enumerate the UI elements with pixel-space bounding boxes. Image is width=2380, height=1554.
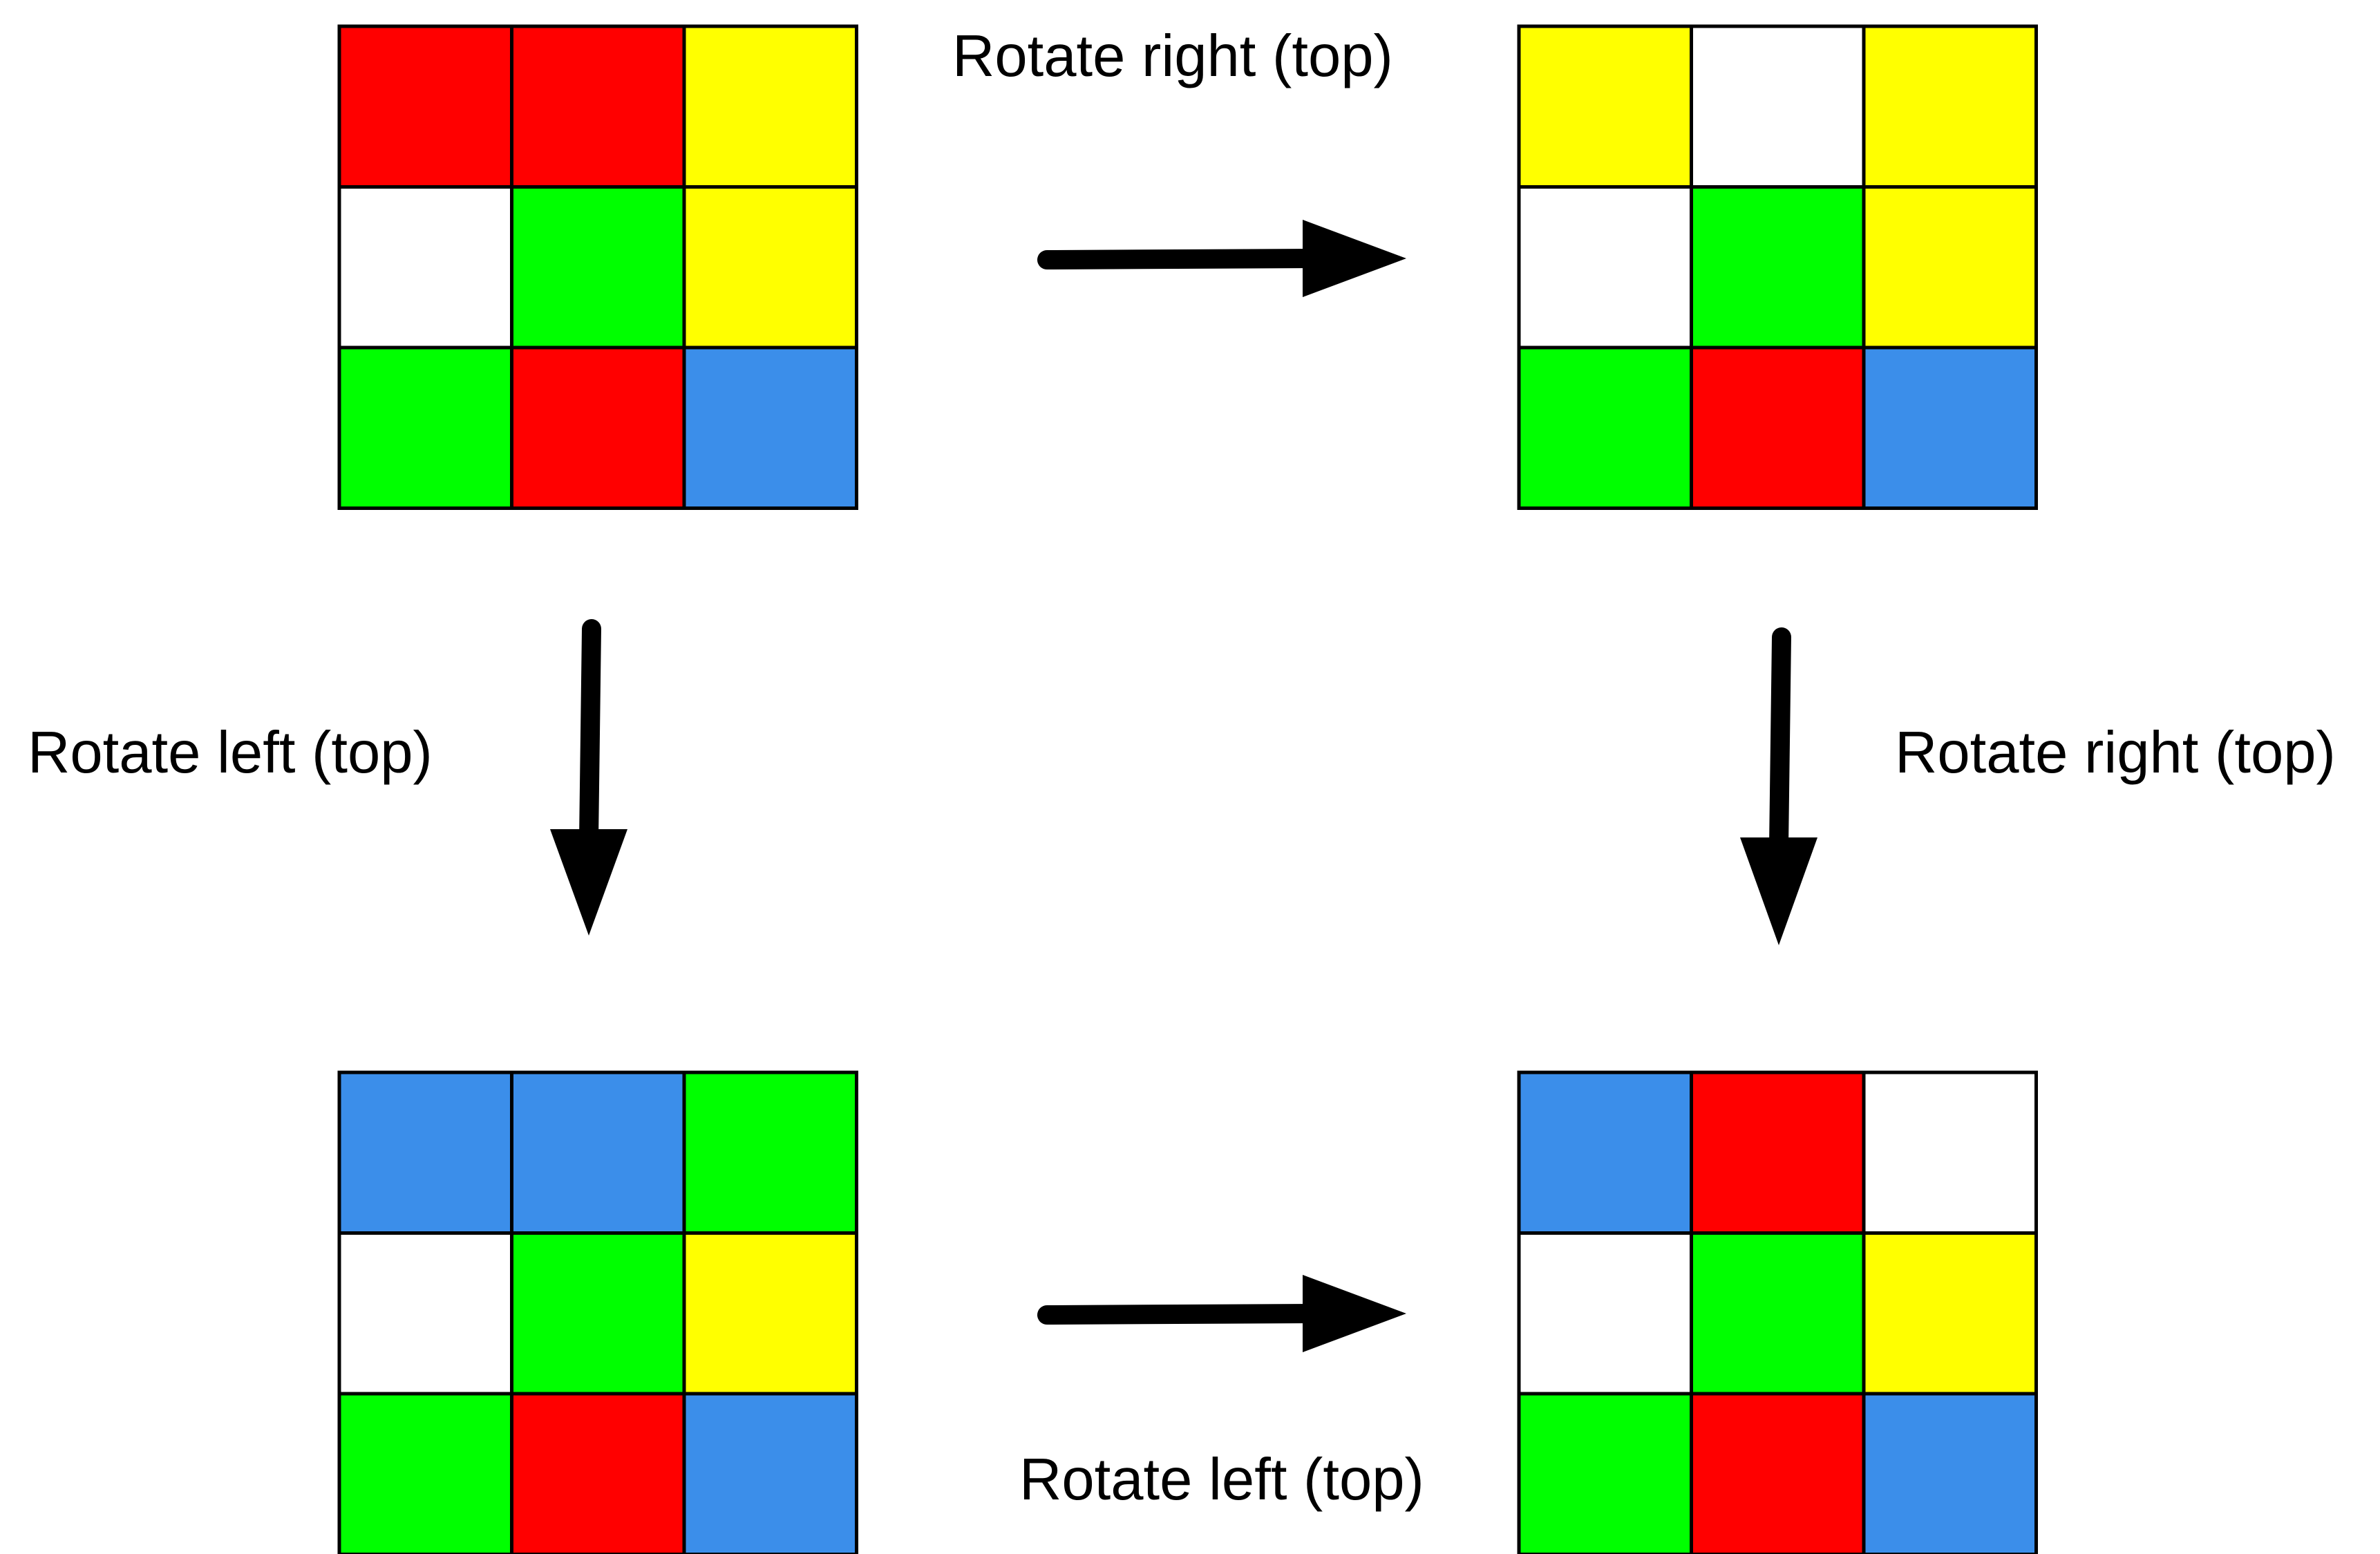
grid-cell-r0-c1 xyxy=(510,24,686,189)
grid-cell-r2-c2 xyxy=(682,345,858,510)
arrow-label-top: Rotate right (top) xyxy=(952,23,1393,89)
arrow-left xyxy=(550,619,627,936)
grid-cell-r0-c2 xyxy=(682,1070,858,1235)
grid-cell-r0-c2 xyxy=(1862,1070,2038,1235)
arrow-right xyxy=(1740,627,1817,945)
grid-cell-r2-c0 xyxy=(337,1392,513,1554)
grid-cell-r1-c0 xyxy=(1517,1231,1693,1396)
grid-cell-r1-c0 xyxy=(337,1231,513,1396)
grid-cell-r2-c2 xyxy=(682,1392,858,1554)
grid-cell-r2-c0 xyxy=(337,345,513,510)
grid-cell-r1-c1 xyxy=(1690,185,1866,350)
grid-cell-r0-c1 xyxy=(1690,24,1866,189)
grid-cell-r1-c2 xyxy=(682,1231,858,1396)
grid-cell-r1-c1 xyxy=(510,1231,686,1396)
grid-bottom-left xyxy=(337,1070,858,1554)
grids xyxy=(337,24,2038,1554)
arrow-bottom xyxy=(1037,1275,1406,1352)
grid-cell-r2-c1 xyxy=(1690,1392,1866,1554)
arrow-top xyxy=(1037,220,1406,297)
grid-top-left xyxy=(337,24,858,510)
grid-cell-r0-c0 xyxy=(1517,24,1693,189)
grid-cell-r2-c1 xyxy=(1690,345,1866,510)
grid-cell-r2-c2 xyxy=(1862,345,2038,510)
grid-top-right xyxy=(1517,24,2038,510)
arrow-label-bottom: Rotate left (top) xyxy=(1019,1447,1424,1513)
grid-cell-r0-c2 xyxy=(682,24,858,189)
grid-cell-r1-c0 xyxy=(337,185,513,350)
grid-cell-r1-c2 xyxy=(682,185,858,350)
grid-cell-r1-c1 xyxy=(510,185,686,350)
grid-cell-r2-c0 xyxy=(1517,345,1693,510)
arrow-label-right: Rotate right (top) xyxy=(1895,720,2336,786)
grid-cell-r0-c1 xyxy=(510,1070,686,1235)
grid-cell-r2-c0 xyxy=(1517,1392,1693,1554)
grid-cell-r0-c1 xyxy=(1690,1070,1866,1235)
grid-cell-r1-c2 xyxy=(1862,1231,2038,1396)
grid-cell-r0-c0 xyxy=(337,1070,513,1235)
arrow-label-left: Rotate left (top) xyxy=(28,720,433,786)
grid-bottom-right xyxy=(1517,1070,2038,1554)
grid-cell-r0-c0 xyxy=(337,24,513,189)
grid-cell-r2-c1 xyxy=(510,1392,686,1554)
grid-cell-r2-c2 xyxy=(1862,1392,2038,1554)
grid-cell-r1-c0 xyxy=(1517,185,1693,350)
grid-cell-r0-c0 xyxy=(1517,1070,1693,1235)
grid-cell-r0-c2 xyxy=(1862,24,2038,189)
grid-cell-r1-c2 xyxy=(1862,185,2038,350)
grid-cell-r1-c1 xyxy=(1690,1231,1866,1396)
grid-cell-r2-c1 xyxy=(510,345,686,510)
